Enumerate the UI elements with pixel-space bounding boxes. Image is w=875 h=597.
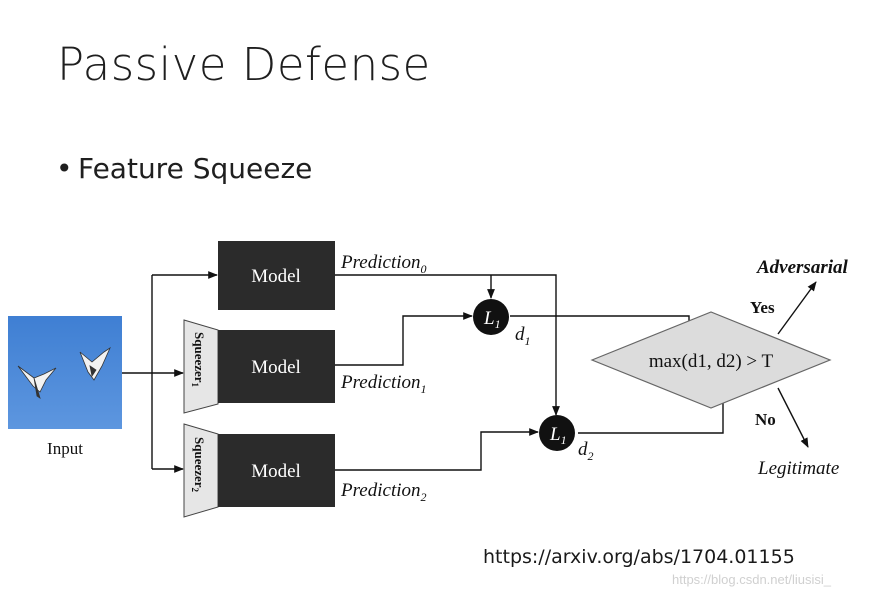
slide-title: Passive Defense (57, 38, 431, 91)
watermark: https://blog.csdn.net/liusisi_ (672, 572, 831, 587)
bullet-item: •Feature Squeeze (56, 152, 312, 185)
yes-label: Yes (750, 298, 775, 317)
squeezer-1-label: Squeezer1 (190, 332, 207, 388)
decision-diamond (590, 311, 832, 409)
d2-label: d2 (578, 439, 594, 463)
bullet-dot: • (56, 152, 73, 185)
d1-label: d1 (515, 324, 531, 348)
model-box-1 (218, 330, 335, 403)
bullet-text: Feature Squeeze (78, 152, 313, 185)
model-label-1: Model (251, 357, 301, 378)
prediction-connectors (335, 274, 727, 471)
model-box-0 (218, 241, 335, 310)
prediction-1-label: Prediction1 (340, 372, 427, 396)
squeezer-2-label: Squeezer2 (190, 437, 207, 493)
input-image (8, 316, 122, 429)
legitimate-label: Legitimate (757, 458, 839, 479)
model-label-0: Model (251, 266, 301, 287)
model-label-2: Model (251, 461, 301, 482)
l1-label-top: L1 (483, 308, 501, 331)
prediction-0-label: Prediction0 (340, 252, 427, 276)
squeezer-1-shape (183, 319, 219, 414)
l1-node-bottom (539, 415, 575, 451)
l1-label-bottom: L1 (549, 424, 567, 447)
input-connectors (122, 271, 218, 473)
no-label: No (755, 410, 776, 429)
input-label: Input (47, 439, 83, 458)
bird-icon-left (17, 365, 57, 399)
l1-node-top (473, 299, 509, 335)
decision-label: max(d1, d2) > T (649, 351, 774, 372)
source-link[interactable]: https://arxiv.org/abs/1704.01155 (483, 546, 795, 568)
model-box-2 (218, 434, 335, 507)
adversarial-label: Adversarial (756, 257, 849, 278)
prediction-2-label: Prediction2 (340, 480, 427, 504)
outcome-connectors (777, 281, 817, 448)
bird-icon-right (79, 346, 111, 381)
